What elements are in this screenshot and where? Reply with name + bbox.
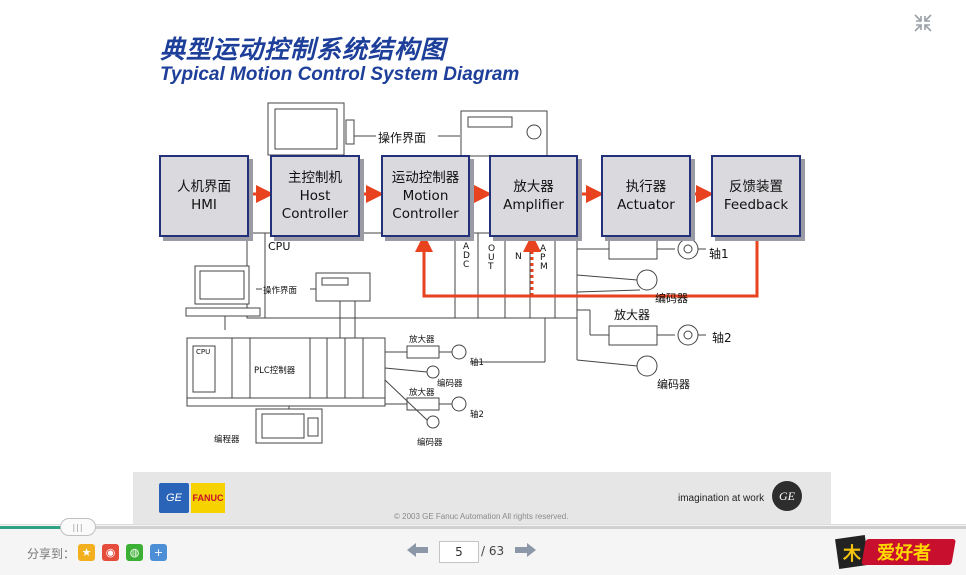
copyright-text: © 2003 GE Fanuc Automation All rights re… — [394, 512, 569, 521]
label-encoder-2: 编码器 — [657, 378, 690, 391]
progress-fill — [0, 526, 77, 529]
block-label-en-2: Controller — [392, 206, 459, 222]
label-cpu-small: CPU — [196, 348, 211, 356]
brand-text: 爱好者 — [877, 542, 931, 564]
schematic-drawing — [185, 102, 706, 444]
label-module-n: N — [515, 252, 522, 262]
slide-footer — [133, 472, 831, 524]
block-label-cn: 执行器 — [625, 179, 667, 195]
share-label: 分享到： — [27, 547, 76, 561]
label-axis2-small: 轴2 — [470, 410, 484, 420]
label-encoder-small-1: 编码器 — [437, 379, 463, 389]
label-cpu: CPU — [268, 240, 291, 253]
block-actuator: 执行器 Actuator — [601, 155, 691, 237]
block-motion-controller: 运动控制器 Motion Controller — [381, 155, 470, 237]
weibo-icon[interactable]: ◉ — [102, 544, 119, 561]
block-label-en: Actuator — [617, 197, 675, 213]
ge-logo: GE — [159, 483, 189, 513]
label-operator-interface: 操作界面 — [378, 131, 427, 145]
block-label-en: Amplifier — [503, 197, 564, 213]
brand-logo: 木 爱好者 — [835, 535, 956, 569]
label-amplifier-small-2: 放大器 — [409, 388, 435, 398]
block-label-en: Feedback — [723, 197, 789, 213]
block-label-cn: 放大器 — [513, 179, 554, 195]
collapse-icon[interactable] — [913, 13, 933, 33]
label-axis1-small: 轴1 — [470, 358, 484, 368]
block-amplifier: 放大器 Amplifier — [489, 155, 578, 237]
block-feedback: 反馈装置 Feedback — [711, 155, 801, 237]
next-arrow-icon[interactable] — [514, 542, 536, 558]
fanuc-logo: FANUC — [191, 483, 225, 513]
label-amplifier-small-1: 放大器 — [409, 335, 435, 345]
svg-text:木: 木 — [842, 543, 862, 565]
slide-title-en: Typical Motion Control System Diagram — [160, 64, 520, 85]
block-label-cn: 主控制机 — [288, 170, 342, 186]
page-total: / 63 — [481, 544, 505, 558]
label-amplifier: 放大器 — [614, 308, 651, 322]
label-encoder-1: 编码器 — [655, 292, 688, 305]
label-plc: PLC控制器 — [254, 366, 296, 376]
progress-track[interactable] — [0, 526, 966, 529]
slide-title-cn: 典型运动控制系统结构图 — [160, 35, 447, 64]
page-number-input[interactable] — [439, 541, 479, 563]
ge-monogram-logo: GE — [772, 481, 802, 511]
label-axis1: 轴1 — [709, 247, 729, 261]
label-encoder-small-2: 编码器 — [417, 438, 443, 448]
qzone-icon[interactable]: ★ — [78, 544, 95, 561]
block-label-en: Motion — [402, 188, 449, 204]
block-label-cn: 反馈装置 — [729, 179, 783, 195]
block-label-cn: 运动控制器 — [391, 170, 460, 186]
label-module-apm: A P M — [540, 244, 548, 272]
block-label-cn: 人机界面 — [177, 179, 231, 195]
block-host-controller: 主控制机 Host Controller — [270, 155, 360, 237]
tagline-text: imagination at work — [678, 493, 765, 504]
plus-icon[interactable]: + — [150, 544, 167, 561]
label-programmer: 编程器 — [214, 435, 240, 445]
prev-arrow-icon[interactable] — [407, 542, 429, 558]
block-label-en: HMI — [191, 197, 217, 213]
wechat-icon[interactable]: ◍ — [126, 544, 143, 561]
label-operator-interface-small: 操作界面 — [263, 286, 298, 296]
progress-slider-handle[interactable]: ||| — [60, 518, 96, 536]
signal-flow-arrows — [249, 185, 759, 298]
block-hmi: 人机界面 HMI — [159, 155, 249, 237]
label-module-adc: A D C — [463, 242, 470, 270]
label-axis2: 轴2 — [712, 331, 732, 345]
slide-area: 典型运动控制系统结构图 Typical Motion Control Syste… — [133, 13, 933, 524]
block-label-en: Host — [299, 188, 331, 204]
label-module-out: O U T — [488, 244, 496, 272]
block-label-en-2: Controller — [281, 206, 349, 222]
